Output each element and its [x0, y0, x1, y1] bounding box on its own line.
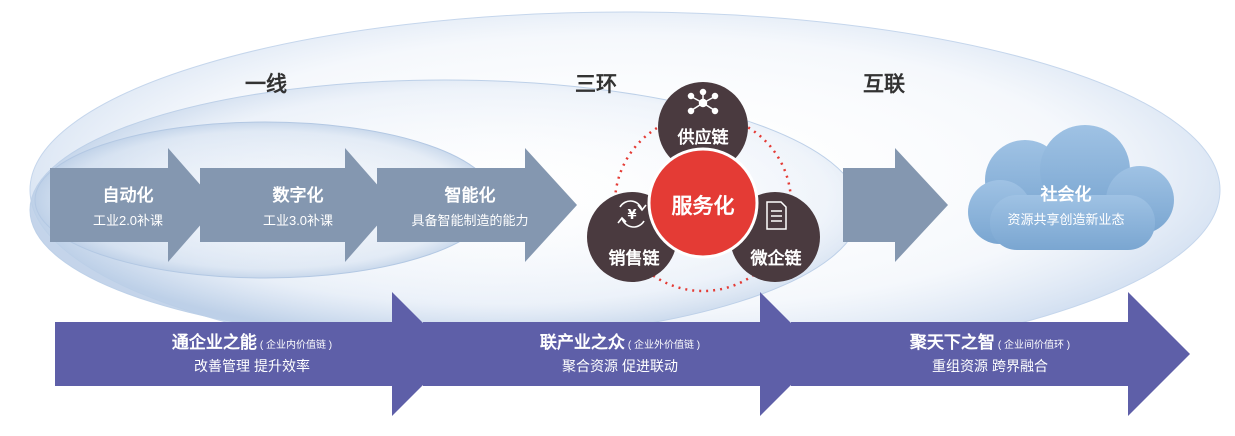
supply-chain-circle [658, 82, 748, 172]
bottom-subtitle-3: 重组资源 跨界融合 [932, 358, 1048, 374]
document-icon [766, 201, 787, 230]
yen-refresh-icon: ¥ [617, 200, 647, 228]
stage-arrow-intelligent [377, 148, 577, 262]
core-label: 服务化 [671, 195, 735, 218]
bottom-note-2: ( 企业外价值链 ) [627, 340, 701, 351]
sales-chain-label: 销售链 [608, 249, 660, 268]
network-icon [687, 88, 719, 115]
bottom-title-2-text: 联产业之众 [539, 333, 625, 352]
bottom-title-1-text: 通企业之能 [171, 333, 257, 352]
header-connect: 互联 [863, 73, 905, 96]
bottom-title-1: 通企业之能( 企业内价值链 ) [172, 328, 332, 353]
bottom-subtitle-2: 聚合资源 促进联动 [562, 358, 678, 374]
stage-title-automation: 自动化 [102, 186, 154, 205]
supply-chain-label: 供应链 [677, 128, 729, 147]
bottom-note-3: ( 企业间价值环 ) [997, 340, 1071, 351]
stage-title-intelligent: 智能化 [444, 186, 496, 205]
cloud-title: 社会化 [1040, 185, 1092, 204]
stage-subtitle-intelligent: 具备智能制造的能力 [411, 213, 529, 228]
stage-arrow-connect [843, 148, 948, 262]
bottom-arrow-1 [55, 292, 454, 416]
bottom-title-2: 联产业之众( 企业外价值链 ) [540, 328, 700, 353]
bottom-note-1: ( 企业内价值链 ) [259, 340, 333, 351]
header-line: 一线 [245, 73, 287, 96]
micro-chain-label: 微企链 [750, 249, 802, 268]
core-circle [647, 147, 759, 259]
bottom-title-3-text: 聚天下之智 [909, 333, 995, 352]
stage-subtitle-automation: 工业2.0补课 [92, 213, 164, 228]
header-rings: 三环 [575, 73, 617, 96]
svg-text:¥: ¥ [627, 208, 636, 223]
bottom-arrow-3 [791, 292, 1190, 416]
stage-subtitle-digital: 工业3.0补课 [262, 213, 334, 228]
cloud-subtitle: 资源共享创造新业态 [1007, 212, 1125, 227]
bottom-title-3: 聚天下之智( 企业间价值环 ) [910, 328, 1070, 353]
cloud-icon [968, 125, 1174, 250]
stage-arrow-automation [50, 148, 218, 262]
stage-title-digital: 数字化 [272, 186, 324, 205]
bottom-arrow-2 [423, 292, 822, 416]
stage-arrow-digital [200, 148, 395, 262]
bottom-subtitle-1: 改善管理 提升效率 [194, 358, 310, 374]
